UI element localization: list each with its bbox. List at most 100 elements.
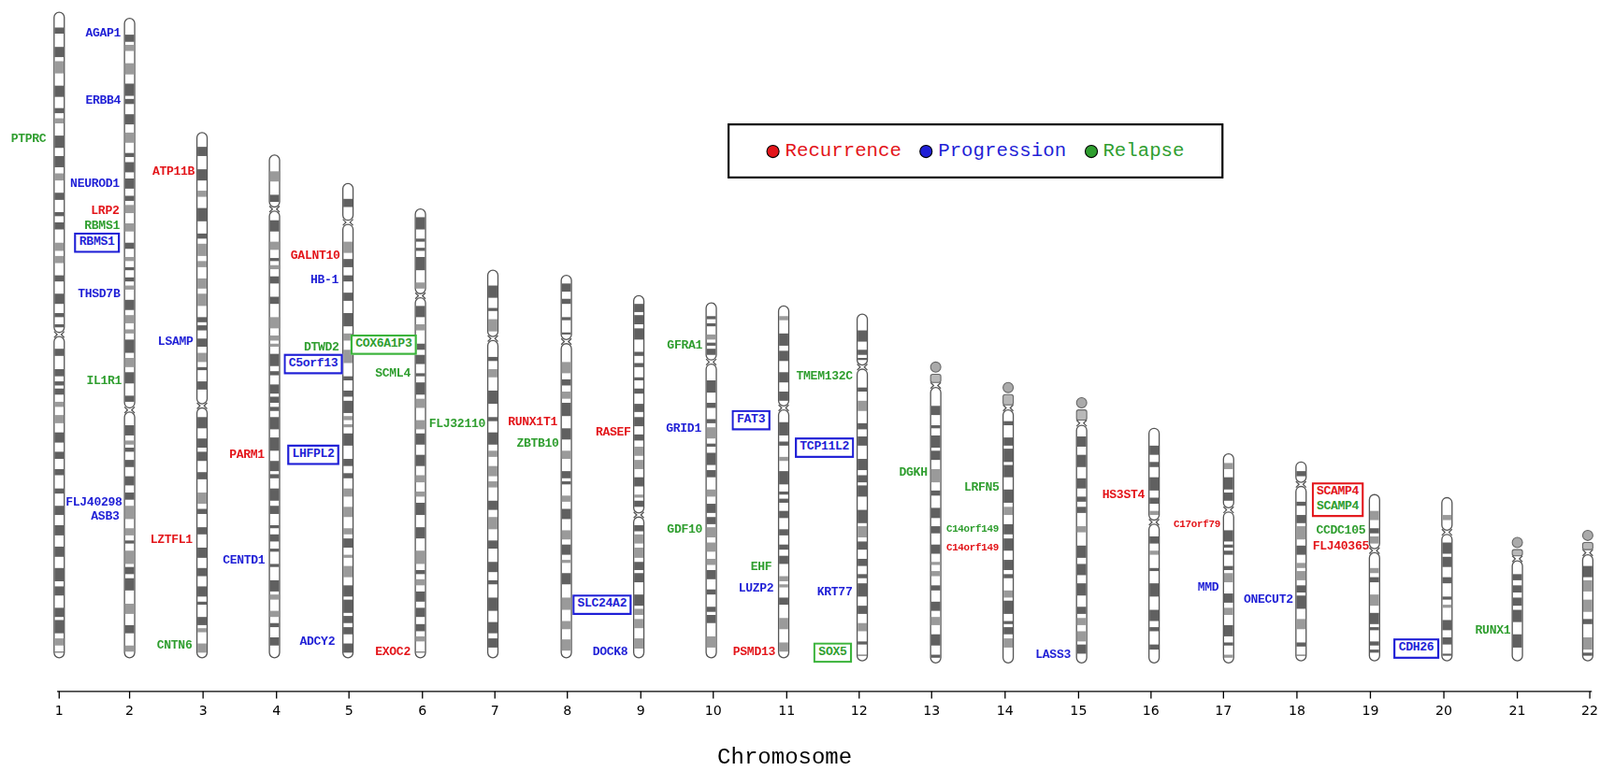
chromosome-band xyxy=(634,303,644,313)
chromosome-band xyxy=(1441,596,1452,600)
chromosome-band xyxy=(125,578,135,591)
chromosome-band xyxy=(706,543,717,553)
chromosome-band xyxy=(197,278,207,289)
chromosome-band xyxy=(857,510,867,524)
chromosome-band xyxy=(54,135,64,148)
chromosome-band xyxy=(634,417,644,427)
gene-label: EHF xyxy=(750,562,773,576)
chromosome-band xyxy=(488,501,498,511)
chromosome-band xyxy=(634,525,644,533)
chromosome-band xyxy=(706,490,717,498)
chromosome-band xyxy=(270,220,280,232)
chromosome-band xyxy=(54,293,64,304)
satellite xyxy=(1076,398,1087,409)
chromosome-band xyxy=(343,555,353,559)
axis-tick-label: 1 xyxy=(55,704,64,720)
chromosome-band xyxy=(197,628,207,633)
chromosome-band xyxy=(270,580,280,592)
chromosome-band xyxy=(416,216,426,230)
gene-label: PTPRC xyxy=(11,132,47,146)
gene-label: IL1R1 xyxy=(86,374,122,389)
chromosome-band xyxy=(1149,498,1159,505)
axis-tick xyxy=(1296,691,1298,700)
chromosome-band xyxy=(343,600,353,614)
chromosome-band xyxy=(1003,638,1013,649)
chromosome-band xyxy=(1149,446,1159,456)
chromosome-band xyxy=(634,494,644,498)
chromosome-band xyxy=(416,420,426,431)
chromosome-band xyxy=(931,450,941,461)
chromosome-band xyxy=(270,265,280,270)
chromosome-arm xyxy=(269,211,280,659)
chromosome-band xyxy=(1441,515,1452,520)
axis-tick-label: 4 xyxy=(272,704,281,720)
chromosome-band xyxy=(1513,634,1523,649)
chromosome-band xyxy=(706,403,717,408)
gene-name: SOX5 xyxy=(818,646,847,661)
axis-tick-label: 10 xyxy=(705,704,722,720)
chromosome-band xyxy=(343,259,353,268)
chromosome-band xyxy=(343,528,353,535)
chromosome-band xyxy=(343,390,353,398)
chromosome-band xyxy=(54,402,64,407)
chromosome-band xyxy=(1077,506,1087,514)
chromosome-band xyxy=(125,339,135,353)
gene-label: LSAMP xyxy=(158,335,194,349)
chromosome-band xyxy=(562,361,572,374)
chromosome-band xyxy=(562,530,572,540)
chromosome-band xyxy=(562,283,572,292)
chromosome-band xyxy=(1077,546,1087,559)
gene-label: PARM1 xyxy=(229,449,265,463)
chromosome-band xyxy=(488,432,498,446)
chromosome-arm xyxy=(124,412,135,659)
chromosome-band xyxy=(706,343,717,346)
chromosome-band xyxy=(1583,637,1593,650)
axis-tick xyxy=(1588,691,1590,700)
chromosome-band xyxy=(270,371,280,375)
chromosome-band xyxy=(1296,619,1306,630)
chromosome-band xyxy=(54,108,64,114)
axis-tick xyxy=(1369,691,1371,700)
chromosome-band xyxy=(778,350,789,361)
legend-text: Relapse xyxy=(1102,139,1184,162)
chromosome-band xyxy=(125,315,135,324)
chromosome-band xyxy=(562,332,572,335)
chromosome-band xyxy=(54,586,64,596)
chromosome-band xyxy=(778,556,789,565)
chromosome-band xyxy=(54,324,64,328)
axis-tick xyxy=(712,691,714,700)
chromosome-arm xyxy=(706,364,717,659)
chromosome-arm xyxy=(269,155,280,208)
chromosome-band xyxy=(343,566,353,578)
chromosome-band xyxy=(270,417,280,430)
chromosome-band xyxy=(270,406,280,411)
chromosome-band xyxy=(857,655,867,657)
chromosome-band xyxy=(562,299,572,304)
chromosome-band xyxy=(54,212,64,217)
chromosome-band xyxy=(1369,641,1380,646)
axis-tick-label: 6 xyxy=(418,704,427,720)
chromosome-band xyxy=(857,436,867,447)
chromosome-band xyxy=(54,192,64,201)
axis-tick-label: 3 xyxy=(199,704,208,720)
chromosome-band xyxy=(416,475,426,483)
chromosome-band xyxy=(125,476,135,487)
gene-label: GALNT10 xyxy=(290,249,341,263)
chromosome-band xyxy=(125,447,135,452)
chromosome-band xyxy=(778,441,789,446)
chromosome-band xyxy=(270,276,280,285)
gene-label: HS3ST4 xyxy=(1102,489,1145,503)
gene-box: SCAMP4SCAMP4 xyxy=(1311,482,1365,518)
chromosome-arm xyxy=(488,340,499,658)
chromosome-band xyxy=(125,440,135,445)
chromosome-arm xyxy=(1369,494,1380,549)
gene-name: C5orf13 xyxy=(288,357,339,372)
chromosome-band xyxy=(125,132,135,144)
chromosome-band xyxy=(562,573,572,585)
chromosome-band xyxy=(778,511,789,519)
chromosome-band xyxy=(54,173,64,182)
chromosome-band xyxy=(634,534,644,545)
chromosome-band xyxy=(1369,649,1380,653)
chromosome-band xyxy=(125,178,135,189)
chromosome-band xyxy=(125,114,135,125)
